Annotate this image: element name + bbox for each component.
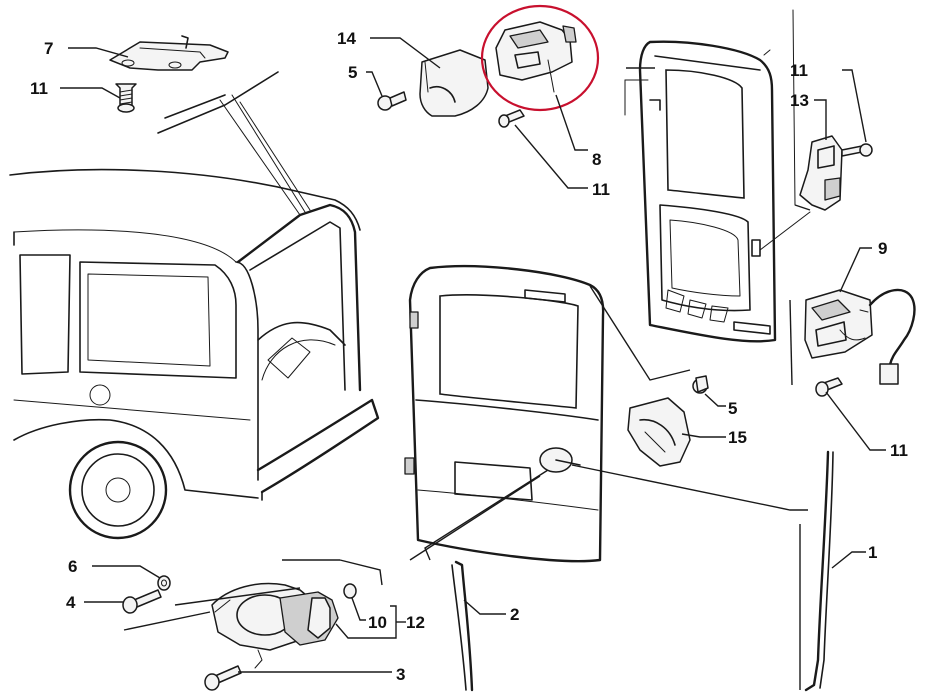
- part-7-bracket: [109, 35, 229, 71]
- callout-7: 7: [44, 39, 53, 58]
- part-3-screw: [204, 665, 242, 691]
- callout-10: 10: [368, 613, 387, 632]
- part-15-cover: [627, 397, 691, 467]
- part-4-screw: [122, 589, 162, 614]
- callout-13: 13: [790, 91, 809, 110]
- handle-assembly: [211, 582, 339, 669]
- part-11-screw-top-left: [115, 83, 137, 113]
- highlight-circle: [480, 4, 600, 112]
- callout-5-mid: 5: [728, 399, 737, 418]
- part-6-washer: [157, 575, 171, 591]
- callout-11-top-left: 11: [30, 79, 48, 98]
- callout-8: 8: [592, 150, 601, 169]
- part-8-striker: [495, 21, 577, 93]
- part-5-screw-mid: [692, 375, 709, 394]
- callout-4: 4: [66, 593, 76, 612]
- part-13-hinge: [759, 135, 843, 251]
- part-9-lock-actuator: [804, 288, 916, 385]
- leader-lines: [60, 37, 886, 690]
- callout-labels: 7 11 14 5 8 11 11 13 9 5 15 11 1 2 6 4 1…: [30, 29, 908, 684]
- callout-14: 14: [337, 29, 356, 48]
- callout-11-right-low: 11: [890, 441, 908, 460]
- callout-15: 15: [728, 428, 747, 447]
- van-body: [9, 71, 380, 540]
- part-2-rod: [451, 560, 474, 692]
- rear-door-inner: [624, 9, 796, 343]
- callout-9: 9: [878, 239, 887, 258]
- callout-3: 3: [396, 665, 405, 684]
- callout-1: 1: [868, 543, 877, 562]
- callout-11-right-top: 11: [790, 61, 808, 80]
- callout-6: 6: [68, 557, 77, 576]
- part-10-washer: [343, 583, 357, 599]
- rear-door-outer: [404, 265, 605, 563]
- callout-5-top: 5: [348, 63, 357, 82]
- part-11-screw-right-low: [815, 377, 843, 397]
- callout-12: 12: [406, 613, 425, 632]
- part-1-rod: [804, 450, 834, 692]
- callout-2: 2: [510, 605, 519, 624]
- callout-11-mid: 11: [592, 180, 610, 199]
- part-11-screw-right-top: [841, 143, 873, 157]
- part-11-screw-mid: [498, 109, 525, 128]
- part-5-screw-top: [377, 91, 407, 111]
